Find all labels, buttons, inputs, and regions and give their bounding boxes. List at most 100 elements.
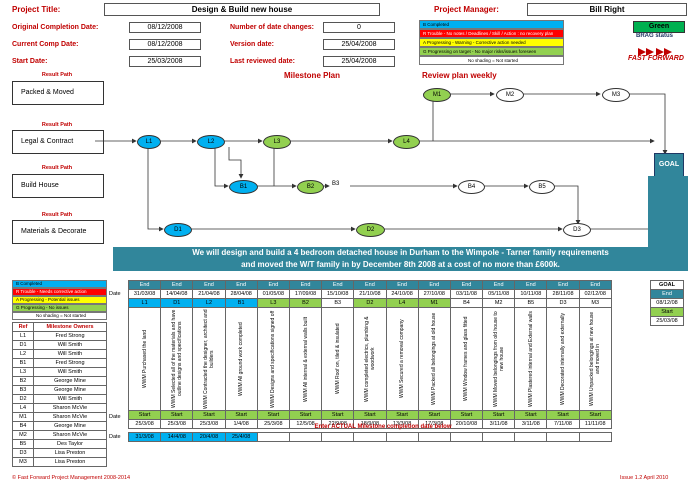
node-b2[interactable]: B2 — [297, 180, 324, 194]
owner-name[interactable]: Lisa Preston — [33, 457, 107, 467]
brag-status-value[interactable]: Green — [633, 21, 685, 33]
objective-banner: We will design and build a 4 bedroom det… — [113, 247, 688, 271]
desc-cell-d3: WWM Decorated internally and externally — [546, 307, 580, 411]
node-d1[interactable]: D1 — [164, 223, 192, 237]
actual-date-l1[interactable]: 31/3/08 — [127, 432, 162, 442]
small-legend-trouble: R Trouble - Needs corrective action — [12, 288, 107, 296]
node-b3[interactable]: B3 — [332, 181, 340, 187]
date-changes-field[interactable]: 0 — [323, 22, 395, 33]
actual-date-l4[interactable] — [385, 432, 419, 442]
goal-start-date[interactable]: 25/03/08 — [650, 316, 684, 326]
node-b4[interactable]: B4 — [458, 180, 485, 194]
actual-date-l3[interactable] — [256, 432, 290, 442]
end-date-b3[interactable]: 15/10/08 — [321, 289, 355, 299]
version-date-field[interactable]: 25/04/2008 — [323, 39, 395, 50]
actual-date-b1[interactable]: 25/4/08 — [224, 432, 258, 442]
ref-m1: M1 — [417, 298, 451, 308]
owner-name[interactable]: George Mine — [33, 376, 107, 386]
project-title-field[interactable]: Design & Build new house — [104, 3, 380, 16]
owner-ref: L3 — [12, 367, 34, 377]
start-date-m3[interactable]: 11/11/08 — [578, 419, 612, 429]
end-date-d1[interactable]: 14/04/08 — [160, 289, 194, 299]
milestone-description: WWM Packed all belongings at old house — [431, 312, 438, 406]
legend-trouble: R Trouble - No notes / Deadlines / Skill… — [419, 29, 564, 38]
end-date-l1[interactable]: 31/03/08 — [127, 289, 162, 299]
end-date-label: Date — [109, 291, 121, 297]
end-date-b2[interactable]: 17/09/08 — [288, 289, 323, 299]
end-date-b1[interactable]: 28/04/08 — [224, 289, 258, 299]
last-reviewed-field[interactable]: 25/04/2008 — [323, 56, 395, 67]
actual-date-m2[interactable] — [482, 432, 516, 442]
end-date-b4[interactable]: 03/11/08 — [449, 289, 484, 299]
node-l1[interactable]: L1 — [137, 135, 161, 149]
actual-date-b5[interactable] — [514, 432, 548, 442]
actual-date-b4[interactable] — [449, 432, 484, 442]
actual-date-m3[interactable] — [578, 432, 612, 442]
actual-date-m1[interactable] — [417, 432, 451, 442]
legend-not-started: No shading = Not started — [419, 56, 564, 65]
end-header: End — [449, 280, 484, 290]
owner-name[interactable]: Sharon McVie — [33, 403, 107, 413]
node-m3[interactable]: M3 — [602, 88, 630, 102]
end-date-m2[interactable]: 05/11/08 — [482, 289, 516, 299]
end-date-m3[interactable]: 02/12/08 — [578, 289, 612, 299]
end-date-l2[interactable]: 21/04/08 — [192, 289, 226, 299]
start-date-field[interactable]: 25/03/2008 — [129, 56, 201, 67]
actual-date-l2[interactable]: 20/4/08 — [192, 432, 226, 442]
path-legal-contract: Legal & Contract — [12, 130, 104, 154]
end-date-d3[interactable]: 28/11/08 — [546, 289, 580, 299]
actual-date-d2[interactable] — [353, 432, 387, 442]
node-l2[interactable]: L2 — [197, 135, 225, 149]
ref-m3: M3 — [578, 298, 612, 308]
owner-ref: B5 — [12, 439, 34, 449]
node-b5[interactable]: B5 — [529, 180, 555, 194]
node-l4[interactable]: L4 — [393, 135, 420, 149]
owner-name[interactable]: Sharon McVie — [33, 430, 107, 440]
end-date-l3[interactable]: 01/05/08 — [256, 289, 290, 299]
end-date-b5[interactable]: 10/11/08 — [514, 289, 548, 299]
desc-cell-l4: WWM Secured a removal company — [385, 307, 419, 411]
end-date-m1[interactable]: 27/10/08 — [417, 289, 451, 299]
desc-cell-b2: WWM All internal & external walls built — [288, 307, 323, 411]
owner-name[interactable]: Lisa Preston — [33, 448, 107, 458]
original-completion-field[interactable]: 08/12/2008 — [129, 22, 201, 33]
owner-name[interactable]: Fred Strong — [33, 331, 107, 341]
goal-dates-table: GOAL End 08/12/08 Start 25/03/08 — [650, 280, 684, 326]
actual-date-b3[interactable] — [321, 432, 355, 442]
owner-name[interactable]: George Mine — [33, 385, 107, 395]
owner-name[interactable]: Fred Strong — [33, 358, 107, 368]
start-header: Start — [482, 410, 516, 420]
end-header: End — [514, 280, 548, 290]
actual-date-b2[interactable] — [288, 432, 323, 442]
owner-name[interactable]: George Mine — [33, 421, 107, 431]
end-date-l4[interactable]: 24/10/08 — [385, 289, 419, 299]
node-m2[interactable]: M2 — [496, 88, 524, 102]
owner-name[interactable]: Will Smith — [33, 394, 107, 404]
owner-name[interactable]: Will Smith — [33, 340, 107, 350]
node-m1[interactable]: M1 — [423, 88, 451, 102]
end-date-d2[interactable]: 21/10/08 — [353, 289, 387, 299]
result-path-label: Result Path — [41, 212, 73, 218]
owner-ref: B1 — [12, 358, 34, 368]
last-reviewed-label: Last reviewed date: — [230, 58, 295, 65]
goal-end-date[interactable]: 08/12/08 — [650, 298, 684, 308]
owner-name[interactable]: Sharon McVie — [33, 412, 107, 422]
milestone-plan-title: Milestone Plan — [284, 71, 341, 80]
project-manager-field[interactable]: Bill Right — [527, 3, 687, 16]
node-d3[interactable]: D3 — [563, 223, 591, 237]
actual-date-d1[interactable]: 14/4/08 — [160, 432, 194, 442]
ref-header: Ref — [12, 322, 34, 332]
node-b1[interactable]: B1 — [229, 180, 258, 194]
actual-date-d3[interactable] — [546, 432, 580, 442]
node-l3[interactable]: L3 — [263, 135, 291, 149]
owner-name[interactable]: Will Smith — [33, 349, 107, 359]
owner-name[interactable]: Des Taylor — [33, 439, 107, 449]
owner-name[interactable]: Will Smith — [33, 367, 107, 377]
goal-header: GOAL — [650, 280, 684, 290]
ref-b5: B5 — [514, 298, 548, 308]
owner-ref: B4 — [12, 421, 34, 431]
node-d2[interactable]: D2 — [356, 223, 385, 237]
current-comp-field[interactable]: 08/12/2008 — [129, 39, 201, 50]
